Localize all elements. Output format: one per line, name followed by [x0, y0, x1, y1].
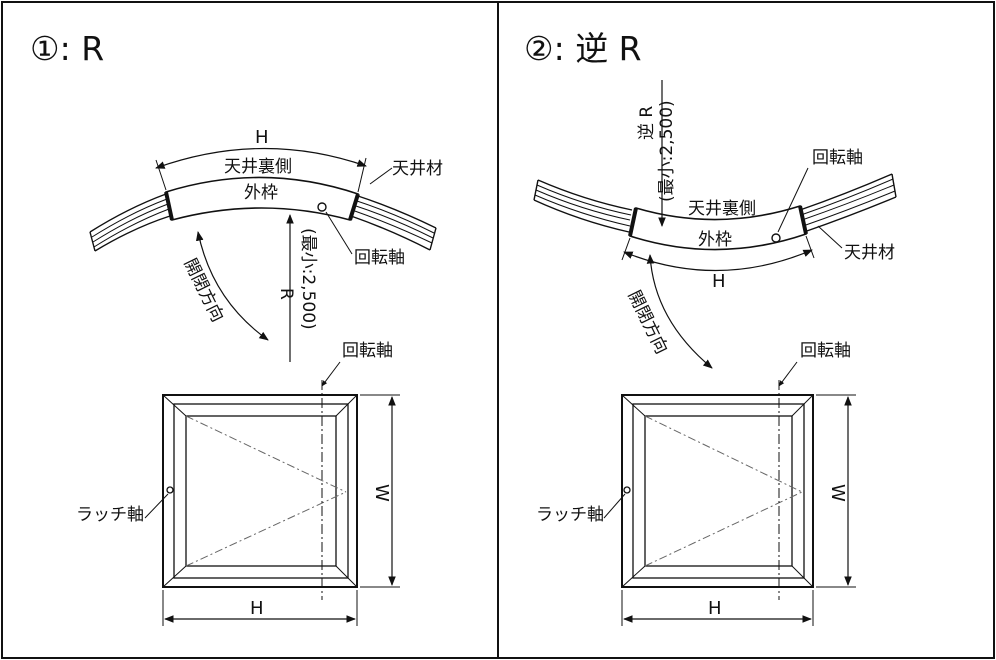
dim-w: W: [371, 484, 392, 502]
ceiling-material-left: [89, 193, 171, 252]
dim-h-bottom-2: H: [708, 598, 722, 619]
ceiling-material-right-2: [799, 173, 897, 233]
label-radius-min-2: (最小:2,500): [657, 100, 677, 202]
dim-h-arc-2: [623, 249, 813, 272]
label-ceiling-material: 天井材: [392, 159, 443, 179]
dim-h-ext-right-2: [805, 235, 815, 259]
label-radius-min: (最小:2,500): [298, 228, 318, 330]
label-radius-2: 逆 R: [637, 106, 657, 140]
label-outer-frame-2: 外枠: [698, 230, 732, 250]
plan-view-reverse-r: [621, 380, 814, 600]
label-outer-frame: 外枠: [244, 183, 278, 203]
label-ceiling-material-2: 天井材: [844, 243, 895, 263]
label-latch-axis-2: ラッチ軸: [536, 505, 604, 525]
outer-frame-section: [164, 176, 360, 221]
label-radius: R: [276, 288, 296, 300]
latch-circle: [166, 486, 174, 494]
label-pivot-axis-plan-2: 回転軸: [800, 341, 851, 361]
label-pivot-axis-2: 回転軸: [812, 148, 863, 168]
dim-h-top-2: H: [712, 271, 726, 292]
dim-h-arc: [155, 147, 367, 169]
panel-title-r: ①: R: [30, 29, 104, 68]
pivot-circle: [317, 202, 327, 212]
dim-h-ext-left-2: [621, 237, 631, 261]
label-latch-axis: ラッチ軸: [76, 505, 144, 525]
plan-view-r: [162, 380, 358, 600]
label-pivot-axis-plan: 回転軸: [342, 341, 393, 361]
panel-title-reverse-r: ②: 逆 R: [524, 29, 642, 68]
dim-w-2: W: [827, 484, 848, 502]
ceiling-material-left-2: [533, 179, 633, 233]
panel-reverse-r: ②: 逆 R 天井裏側 外枠 逆 R (: [524, 29, 897, 626]
outer-frame-section-2: [628, 204, 808, 251]
panel-r: ①: R 外枠 天井裏側: [30, 29, 443, 626]
latch-circle-2: [623, 486, 631, 494]
dim-h-top: H: [255, 127, 269, 148]
dim-h-ext-left: [155, 159, 167, 191]
open-close-arc: [195, 231, 269, 341]
label-open-close-2: 開閉方向: [624, 287, 672, 357]
open-close-arc-2: [646, 254, 713, 369]
dim-h-bottom: H: [250, 598, 264, 619]
dim-h-ext-right: [357, 157, 367, 193]
ceiling-material-right: [350, 194, 437, 251]
label-ceiling-back-2: 天井裏側: [688, 198, 756, 219]
pivot-circle-2: [771, 233, 781, 243]
label-pivot-axis: 回転軸: [354, 248, 405, 268]
label-ceiling-back: 天井裏側: [224, 156, 292, 177]
